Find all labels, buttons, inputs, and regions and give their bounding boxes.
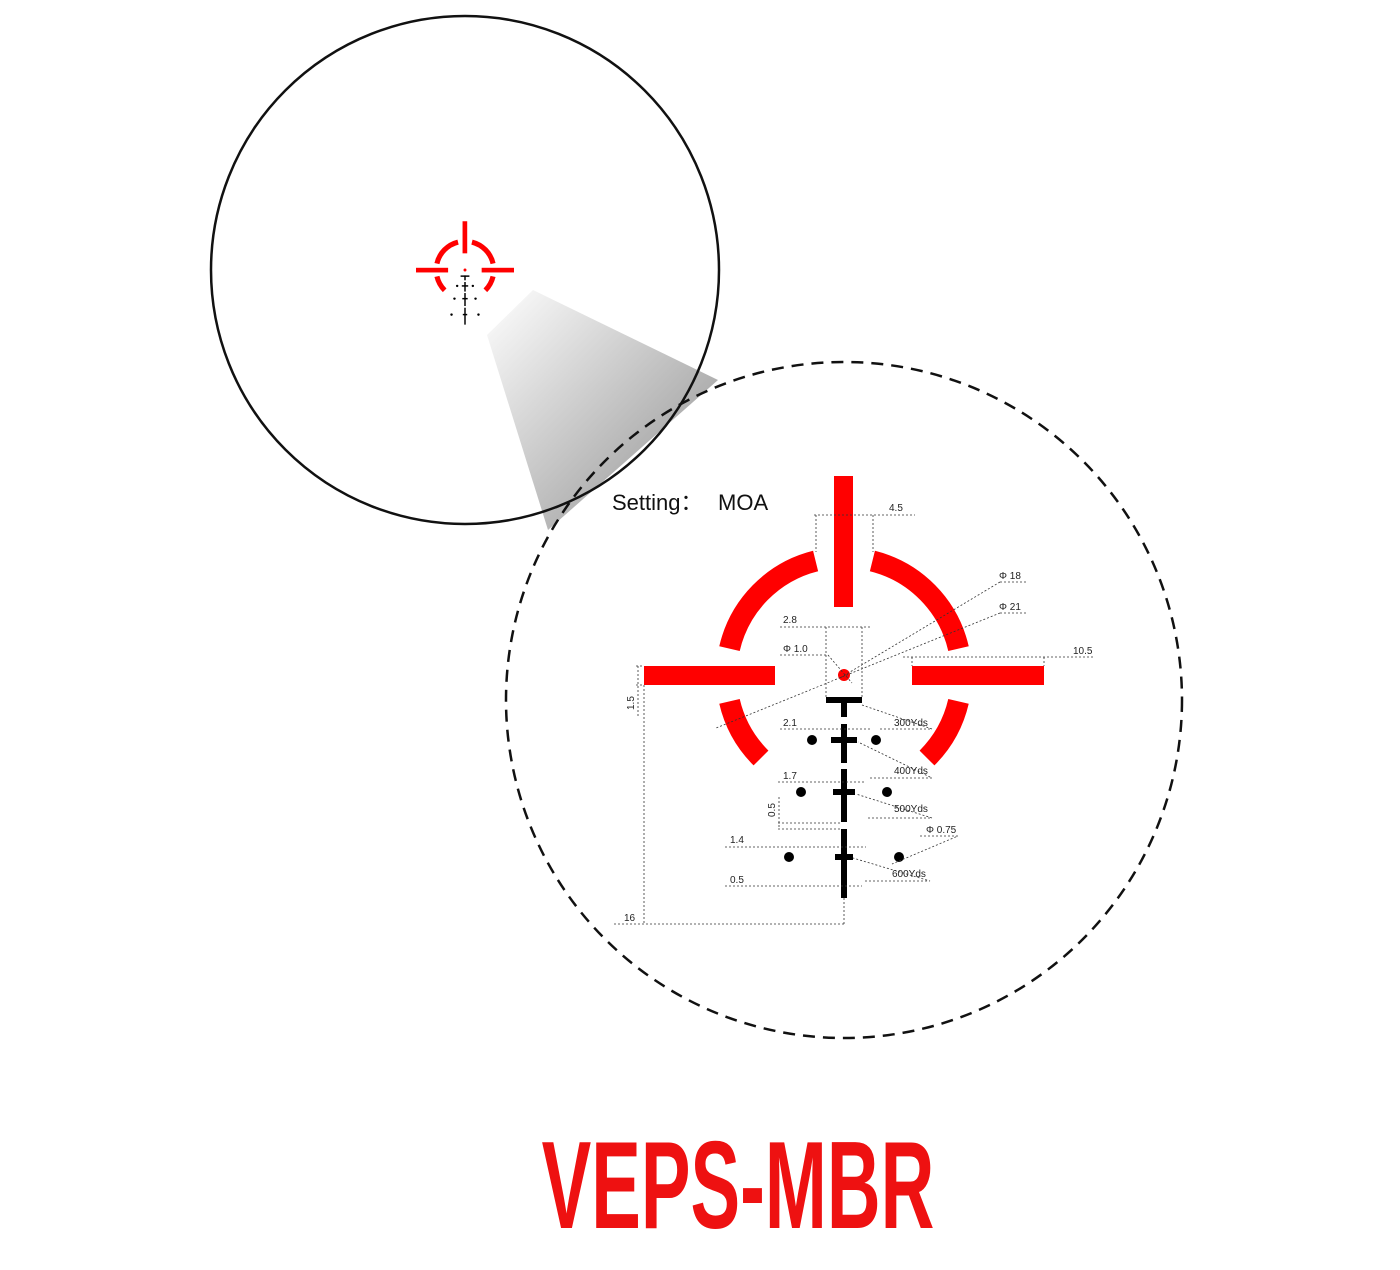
dim-stem-width: 0.5 [730, 875, 744, 886]
label-400yds: 400Yds [894, 766, 928, 777]
dim-hold-600-width: 1.4 [730, 835, 744, 846]
dim-hold-500-width: 1.7 [783, 771, 797, 782]
large-reticle [644, 476, 1044, 898]
dim-bar-gap: 4.5 [889, 503, 903, 514]
magnifier-cone [487, 290, 718, 530]
setting-label: Setting： [612, 490, 703, 515]
dim-inner-ring: Φ 18 [999, 571, 1021, 582]
label-300yds: 300Yds [894, 718, 928, 729]
setting-value: MOA [718, 490, 768, 515]
product-title: VEPS-MBR [542, 1115, 935, 1254]
scope-view-circle [209, 14, 721, 526]
dim-hold-400-width: 2.1 [783, 718, 797, 729]
dimension-lines [614, 514, 1095, 925]
label-600yds: 600Yds [892, 869, 926, 880]
dim-dot-size: Φ 0.75 [926, 825, 957, 836]
dim-drop: 16 [624, 913, 636, 924]
dim-bar-thickness: 1.5 [626, 696, 637, 710]
zoom-circle [504, 360, 1184, 1040]
dim-center-dot: Φ 1.0 [783, 644, 808, 655]
small-reticle [416, 221, 514, 324]
dim-side-bar-length: 10.5 [1073, 646, 1093, 657]
label-500yds: 500Yds [894, 804, 928, 815]
dim-outer-ring: Φ 21 [999, 602, 1021, 613]
dim-segment-gap: 0.5 [767, 803, 778, 817]
dim-box-width: 2.8 [783, 615, 797, 626]
